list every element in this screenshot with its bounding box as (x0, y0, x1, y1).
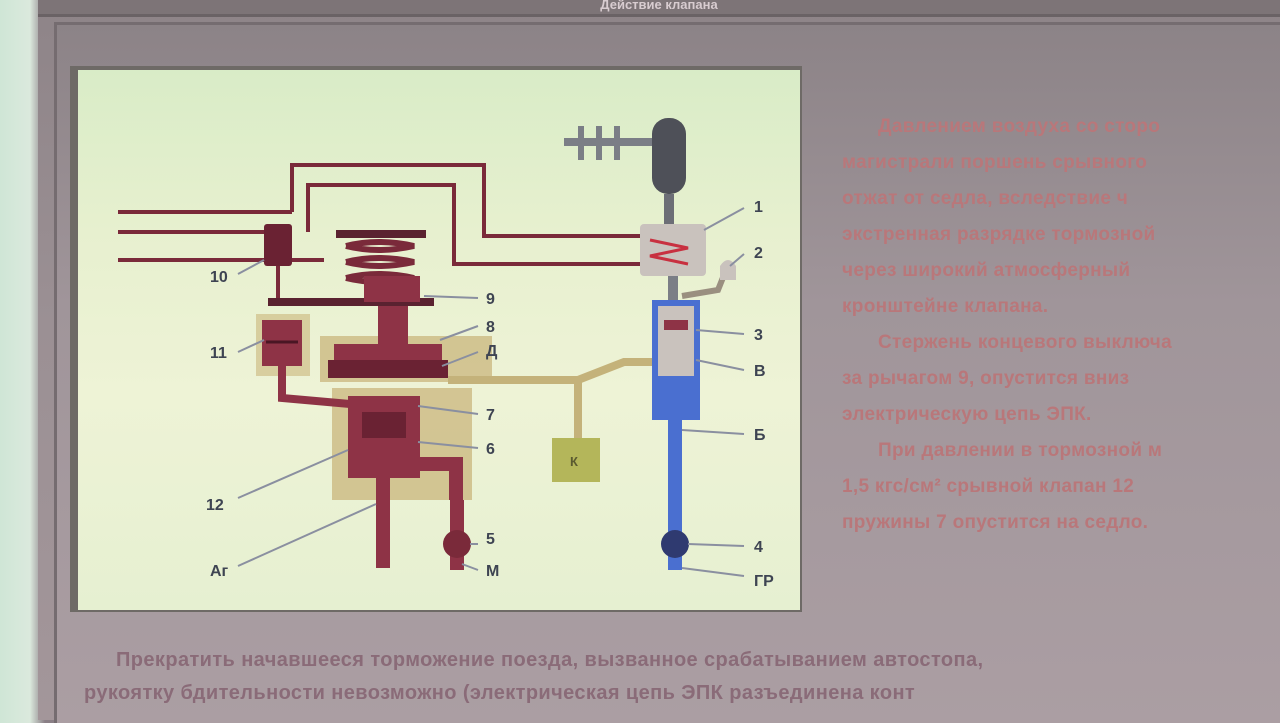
piston-rod (378, 306, 408, 346)
pipe-to-cylinder (448, 358, 656, 384)
label-B: Б (754, 427, 766, 444)
label-3: 3 (754, 327, 763, 344)
wire-to-switch (306, 183, 644, 266)
label-9: 9 (486, 291, 495, 308)
text-line: 1,5 кгс/см² срывной клапан 12 (842, 476, 1135, 497)
cock-4 (661, 530, 689, 558)
piston-top (364, 276, 420, 302)
pipe-Ar (376, 478, 390, 568)
chamber-V (658, 336, 694, 376)
piston-3 (664, 320, 688, 330)
slide-title: Действие клапана (38, 0, 1280, 17)
label-7: 7 (486, 407, 495, 424)
switch-coil (649, 238, 689, 266)
bottom-line-2: рукоятку бдительности невозможно (электр… (84, 682, 916, 704)
label-12: 12 (206, 497, 224, 514)
unit-10 (264, 224, 292, 266)
label-GR: ГР (754, 573, 774, 590)
label-11: 11 (210, 345, 227, 362)
text-line: Давлением воздуха со сторо (878, 116, 1161, 137)
valve-diagram: 1 2 3 В Б 4 ГР 5 М 6 7 8 Д 9 10 11 12 Аг… (78, 70, 800, 610)
label-Ar: Аг (210, 563, 229, 580)
text-line: пружины 7 опустится на седло. (842, 512, 1149, 533)
wire-to-switch (290, 163, 644, 238)
valve-schematic: 1 2 3 В Б 4 ГР 5 М 6 7 8 Д 9 10 11 12 Аг… (118, 118, 774, 590)
text-line: Стержень концевого выключа (878, 332, 1172, 353)
pipe-11-to-12 (278, 366, 351, 408)
right-text-block: Давлением воздуха со сторо магистрали по… (842, 110, 1280, 542)
chamber-D (328, 360, 448, 378)
text-line: При давлении в тормозной м (878, 440, 1163, 461)
label-10: 10 (210, 269, 228, 286)
lever-9 (268, 298, 434, 306)
text-line: электрическую цепь ЭПК. (842, 404, 1092, 425)
bottom-text-block: Прекратить начавшееся торможение поезда,… (84, 644, 1280, 710)
text-line: магистрали поршень срывного (842, 152, 1148, 173)
valve-chamber (362, 412, 406, 438)
label-6: 6 (486, 441, 495, 458)
label-1: 1 (754, 199, 763, 216)
whistle-assembly (564, 118, 686, 226)
text-line: кронштейне клапана. (842, 296, 1049, 317)
cock-5 (443, 530, 471, 558)
tank-K (552, 438, 600, 482)
label-D: Д (486, 343, 498, 360)
label-4: 4 (754, 539, 763, 556)
label-M: М (486, 563, 499, 580)
stem-1 (668, 276, 678, 300)
label-5: 5 (486, 531, 495, 548)
leader-lines (237, 207, 745, 577)
label-8: 8 (486, 319, 495, 336)
spring-cap (336, 230, 426, 238)
text-line: за рычагом 9, опустится вниз (842, 368, 1130, 389)
text-line: отжат от седла, вследствие ч (842, 188, 1129, 209)
text-line: через широкий атмосферный (842, 260, 1131, 281)
bottom-line-1: Прекратить начавшееся торможение поезда,… (116, 649, 984, 671)
text-line: экстренная разрядке тормозной (842, 224, 1156, 245)
pipe-to-5 (420, 457, 463, 500)
label-2: 2 (754, 245, 763, 262)
label-K: К (570, 454, 578, 469)
label-V: В (754, 363, 766, 380)
